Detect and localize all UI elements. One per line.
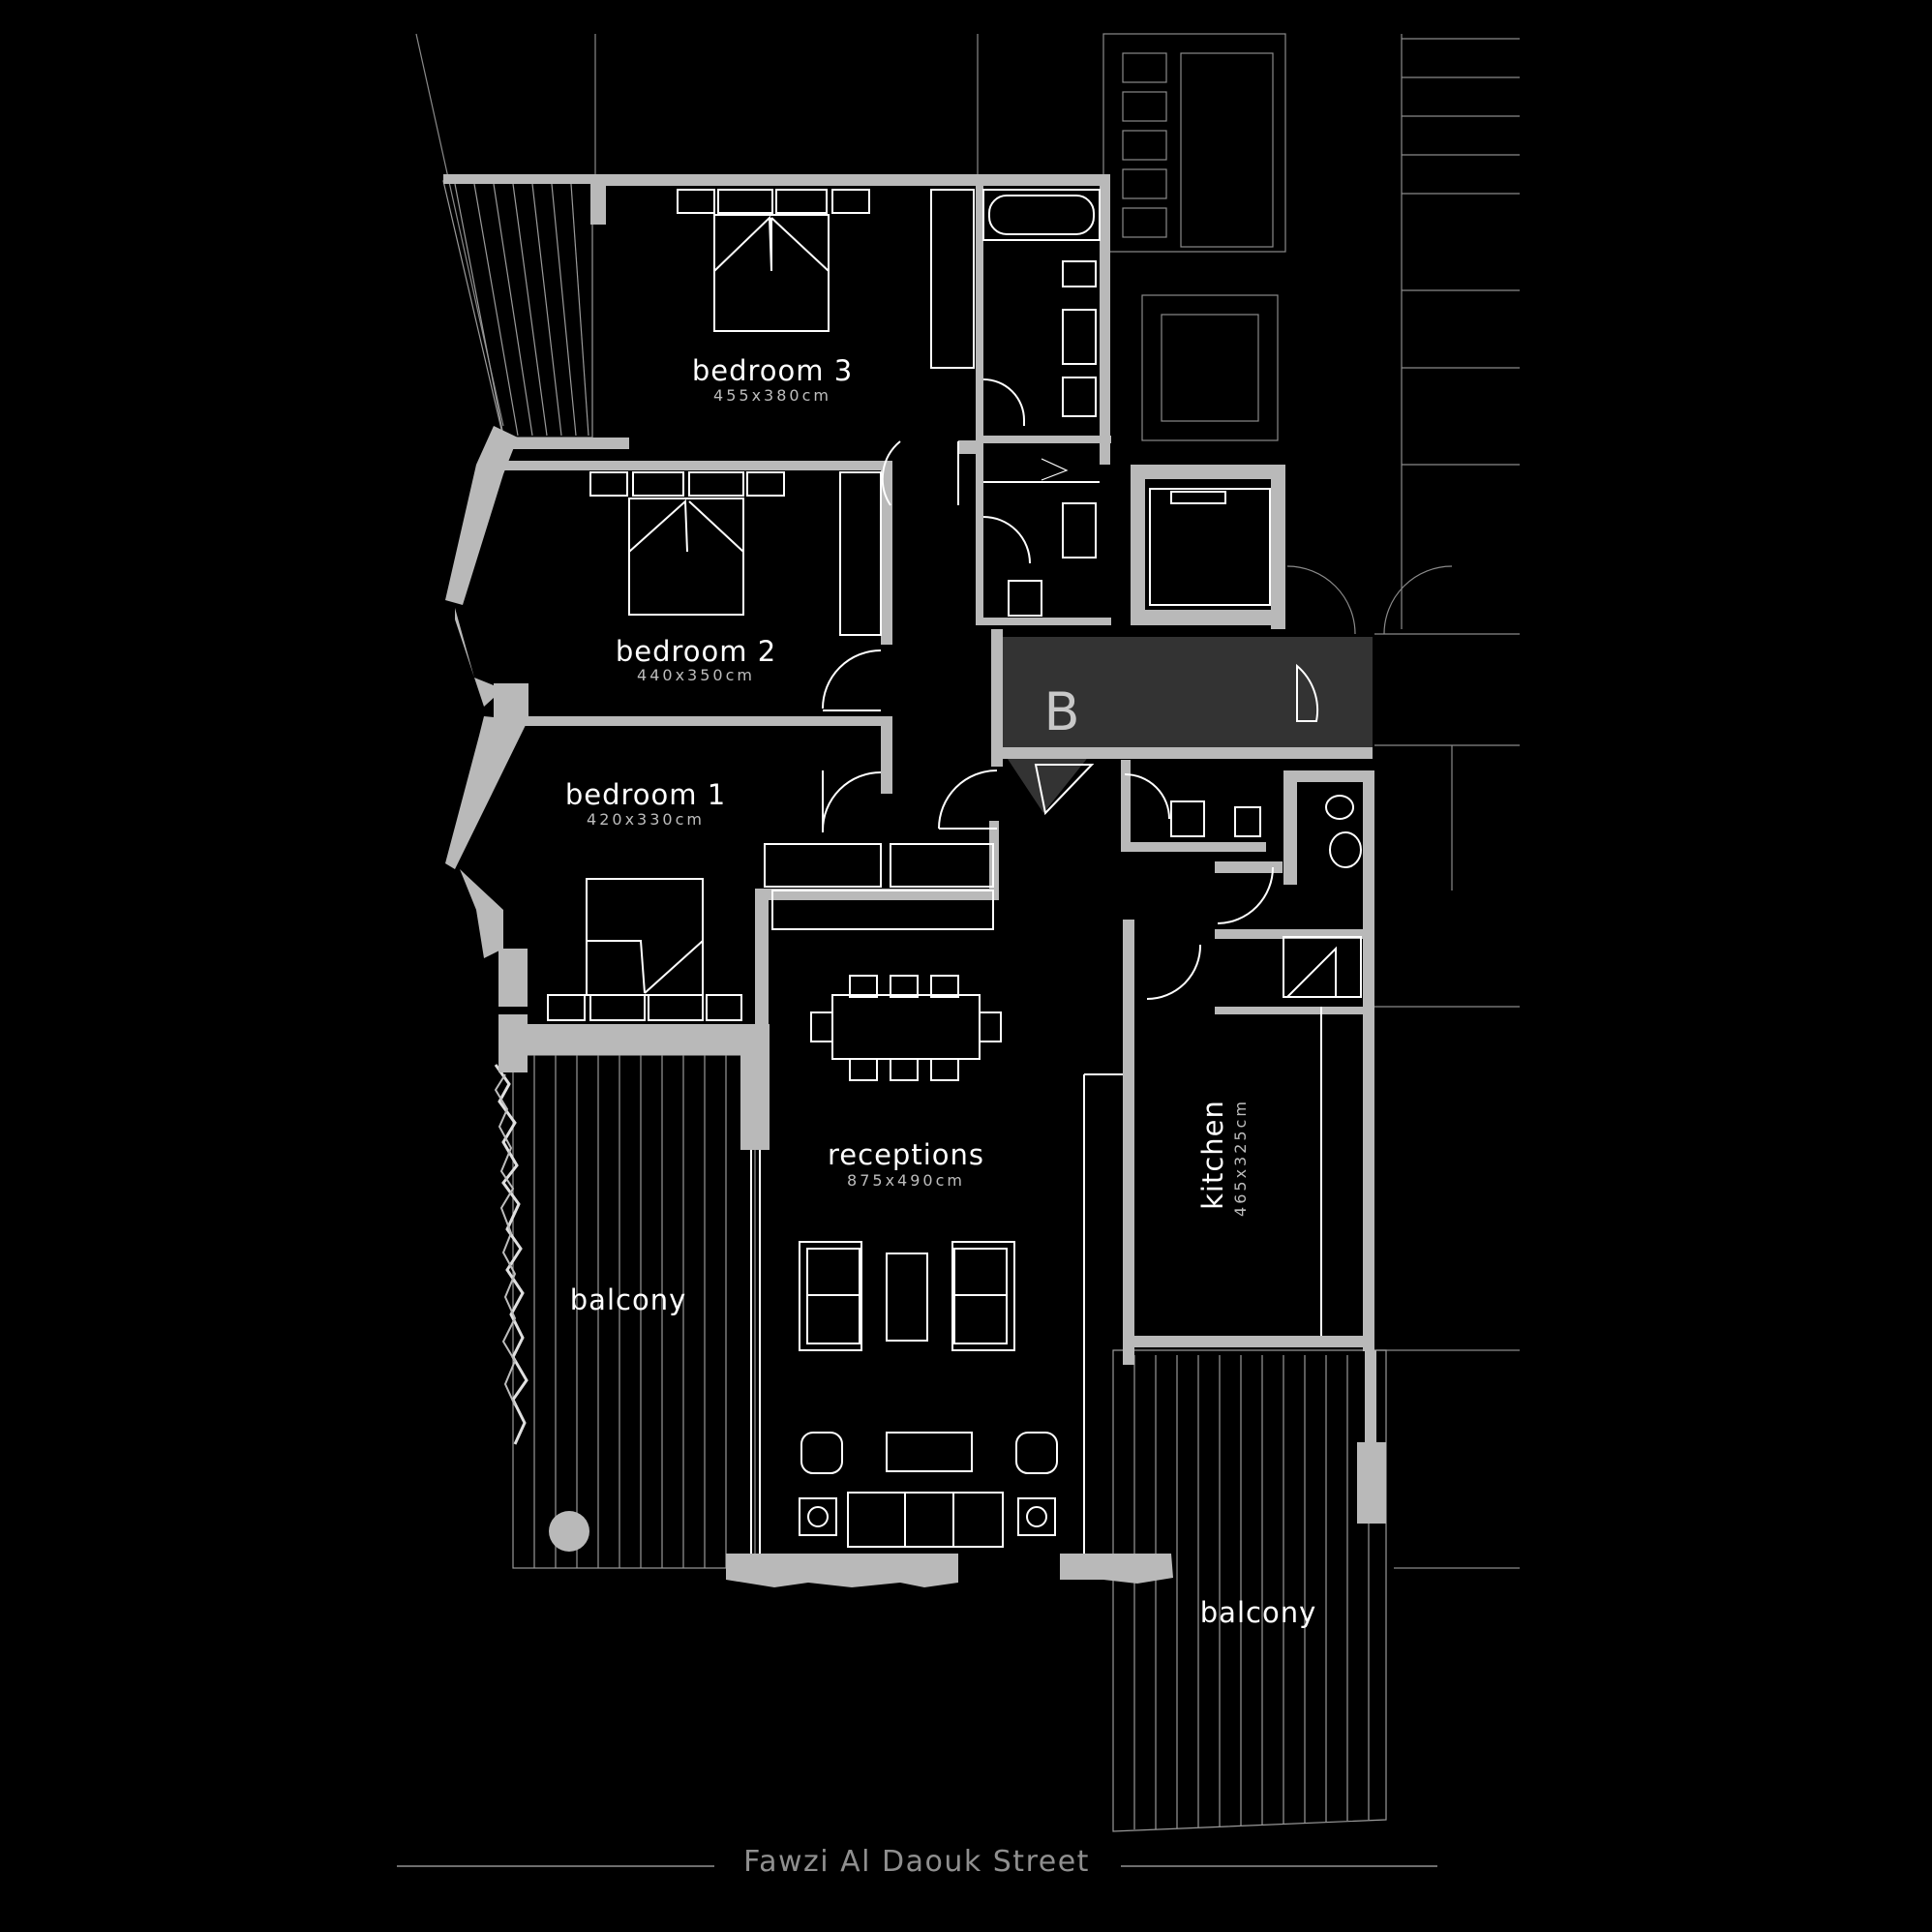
street-name: Fawzi Al Daouk Street — [743, 1845, 1090, 1879]
kitchen-size: 465x325cm — [1231, 1099, 1250, 1217]
stair-core — [1002, 637, 1373, 813]
bedroom-3-label: bedroom 3 — [692, 354, 853, 387]
bedroom-3-size: 455x380cm — [713, 386, 831, 405]
receptions-size: 875x490cm — [847, 1171, 965, 1190]
stair-core-label: B — [1043, 681, 1079, 742]
balcony-south-label: balcony — [1200, 1596, 1316, 1629]
bedroom-1-label: bedroom 1 — [565, 778, 726, 811]
bedroom-2-label: bedroom 2 — [616, 635, 776, 668]
balcony-west-deck — [494, 1054, 756, 1569]
balcony-south-deck — [1112, 1349, 1387, 1832]
balcony-west-label: balcony — [570, 1283, 686, 1316]
bedroom-1-size: 420x330cm — [587, 810, 705, 829]
balcony-north-deck — [442, 180, 593, 438]
kitchen-label: kitchen — [1196, 1100, 1229, 1210]
walls — [443, 174, 1386, 1587]
bedroom-2-size: 440x350cm — [637, 666, 755, 684]
interior-detail — [547, 189, 1362, 1554]
neighbour-outlines — [415, 33, 1520, 1569]
receptions-label: receptions — [828, 1138, 984, 1171]
